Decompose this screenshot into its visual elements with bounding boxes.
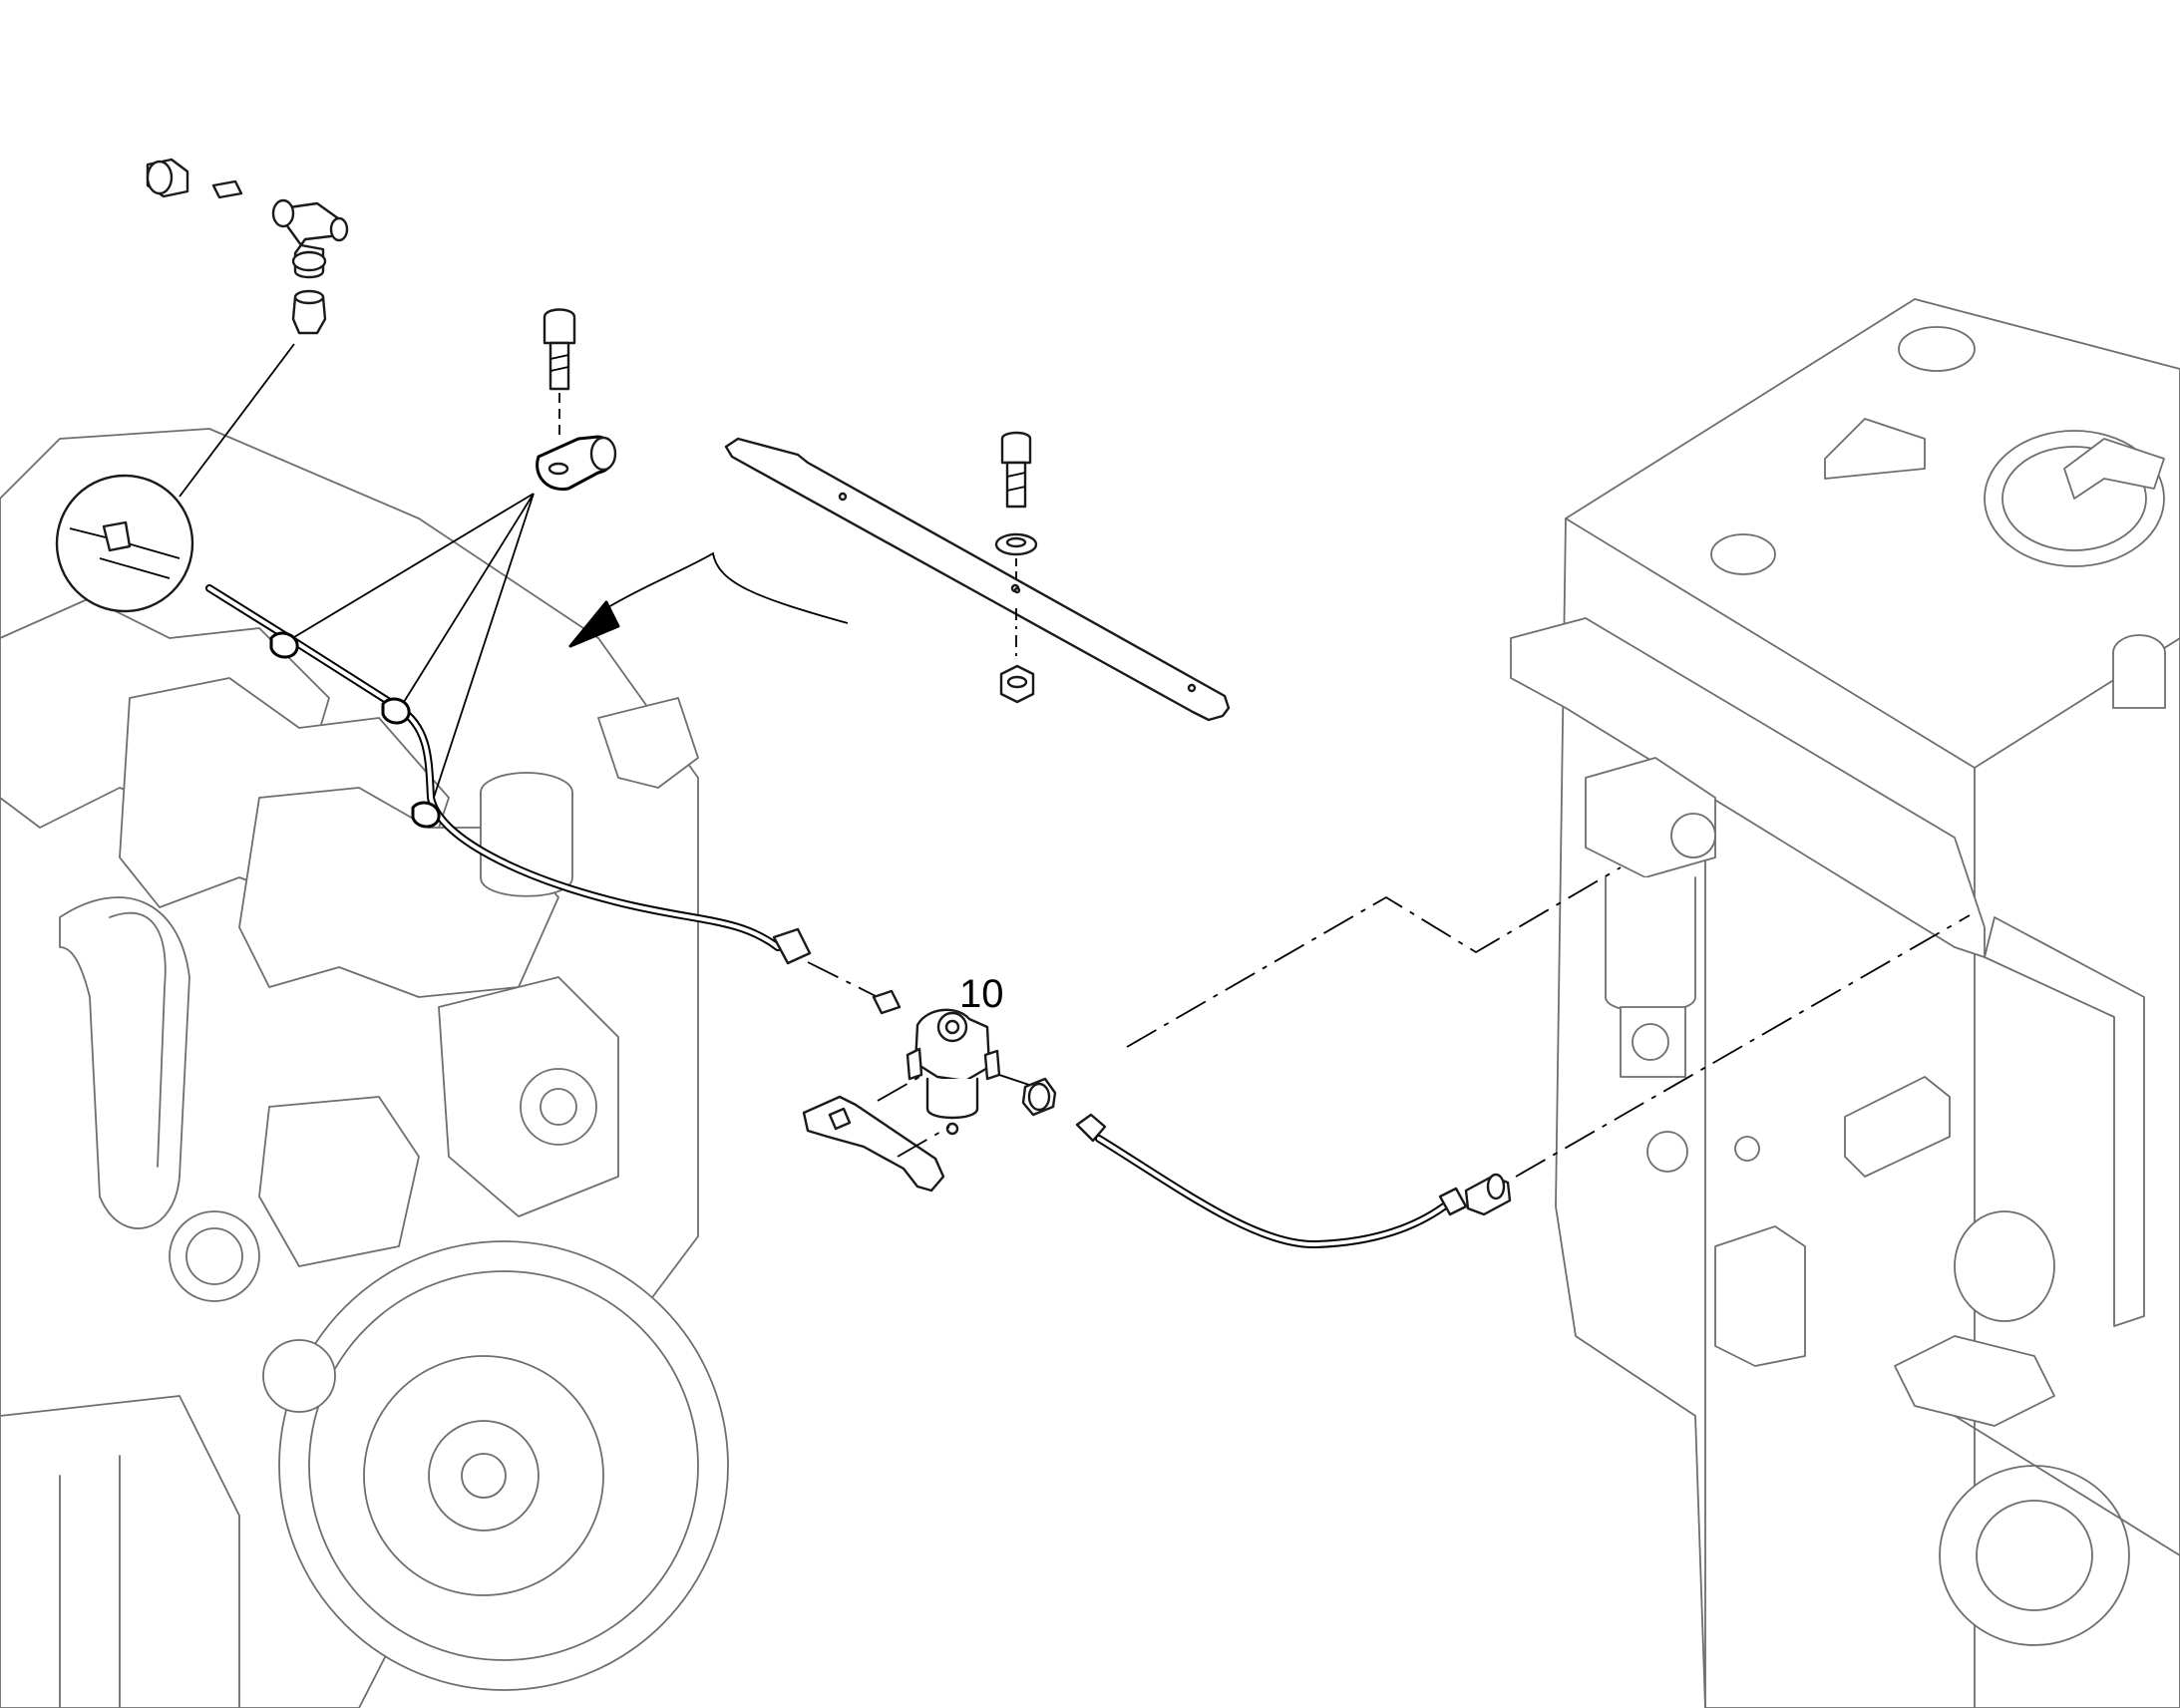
- bolt-and-p-clip: [278, 308, 617, 814]
- fuel-line-engine: [205, 584, 812, 965]
- hydraulic-tank: [1510, 298, 2180, 1708]
- detail-view-circle: [55, 343, 295, 613]
- union-tee-fittings: [146, 158, 349, 335]
- engine-block: [0, 428, 729, 1708]
- direction-arrow: [568, 551, 849, 648]
- mounting-bar: [724, 431, 1231, 722]
- callout-label: 10: [959, 972, 1004, 1016]
- hose-to-tank: [1075, 866, 1971, 1249]
- fuel-filter-assembly: 10: [802, 961, 1057, 1193]
